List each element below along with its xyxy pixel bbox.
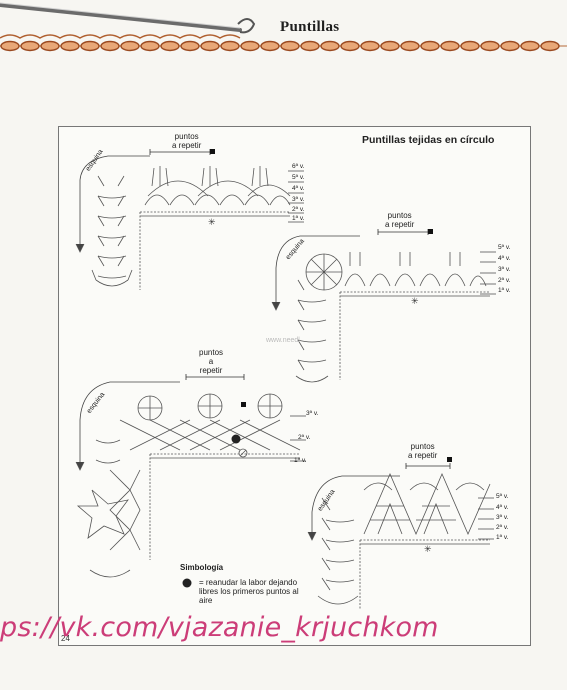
row-label-4-5: 5ª v.	[496, 493, 509, 500]
svg-text:✳: ✳	[208, 217, 216, 227]
row-label-1-1: 1ª v.	[292, 215, 305, 222]
legend-title: Simbología	[180, 563, 224, 572]
panel-title: Puntillas tejidas en círculo	[362, 134, 495, 146]
row-label-4-3: 3ª v.	[496, 514, 509, 521]
diagram-1-chart: ✳	[75, 149, 304, 290]
row-label-1-3: 3ª v.	[292, 196, 305, 203]
svg-text:✳: ✳	[411, 296, 419, 306]
faint-watermark: www.needl	[266, 337, 300, 344]
row-label-2-3: 3ª v.	[498, 266, 511, 273]
svg-text:✳: ✳	[424, 544, 432, 554]
page-number: 24	[61, 634, 70, 643]
resume-work-symbol	[182, 578, 192, 588]
row-label-1-4: 4ª v.	[292, 185, 305, 192]
row-label-1-2: 2ª v.	[292, 206, 305, 213]
crochet-chain-border	[0, 2, 567, 52]
row-label-4-2: 2ª v.	[496, 524, 509, 531]
url-watermark: ps://vk.com/vjazanie_krjuchkom	[0, 612, 439, 643]
row-label-1-6: 6ª v.	[292, 163, 305, 170]
row-label-4-4: 4ª v.	[496, 504, 509, 511]
page-title: Puntillas	[280, 19, 340, 35]
row-label-2-1: 1ª v.	[498, 287, 511, 294]
diagram-4-chart: ✳	[307, 457, 494, 610]
row-label-2-5: 5ª v.	[498, 244, 511, 251]
legend-text: = reanudar la labor dejando libres los p…	[199, 578, 299, 605]
diagram-3-chart	[75, 374, 306, 578]
row-label-2-4: 4ª v.	[498, 255, 511, 262]
row-label-4-1: 1ª v.	[496, 534, 509, 541]
row-label-2-2: 2ª v.	[498, 277, 511, 284]
diagram-2-chart: ✳	[271, 229, 496, 383]
row-label-3-2: 2ª v.	[298, 434, 311, 441]
row-label-3-1: 1ª v.	[294, 457, 307, 464]
row-label-1-5: 5ª v.	[292, 174, 305, 181]
row-label-3-3: 3ª v.	[306, 410, 319, 417]
